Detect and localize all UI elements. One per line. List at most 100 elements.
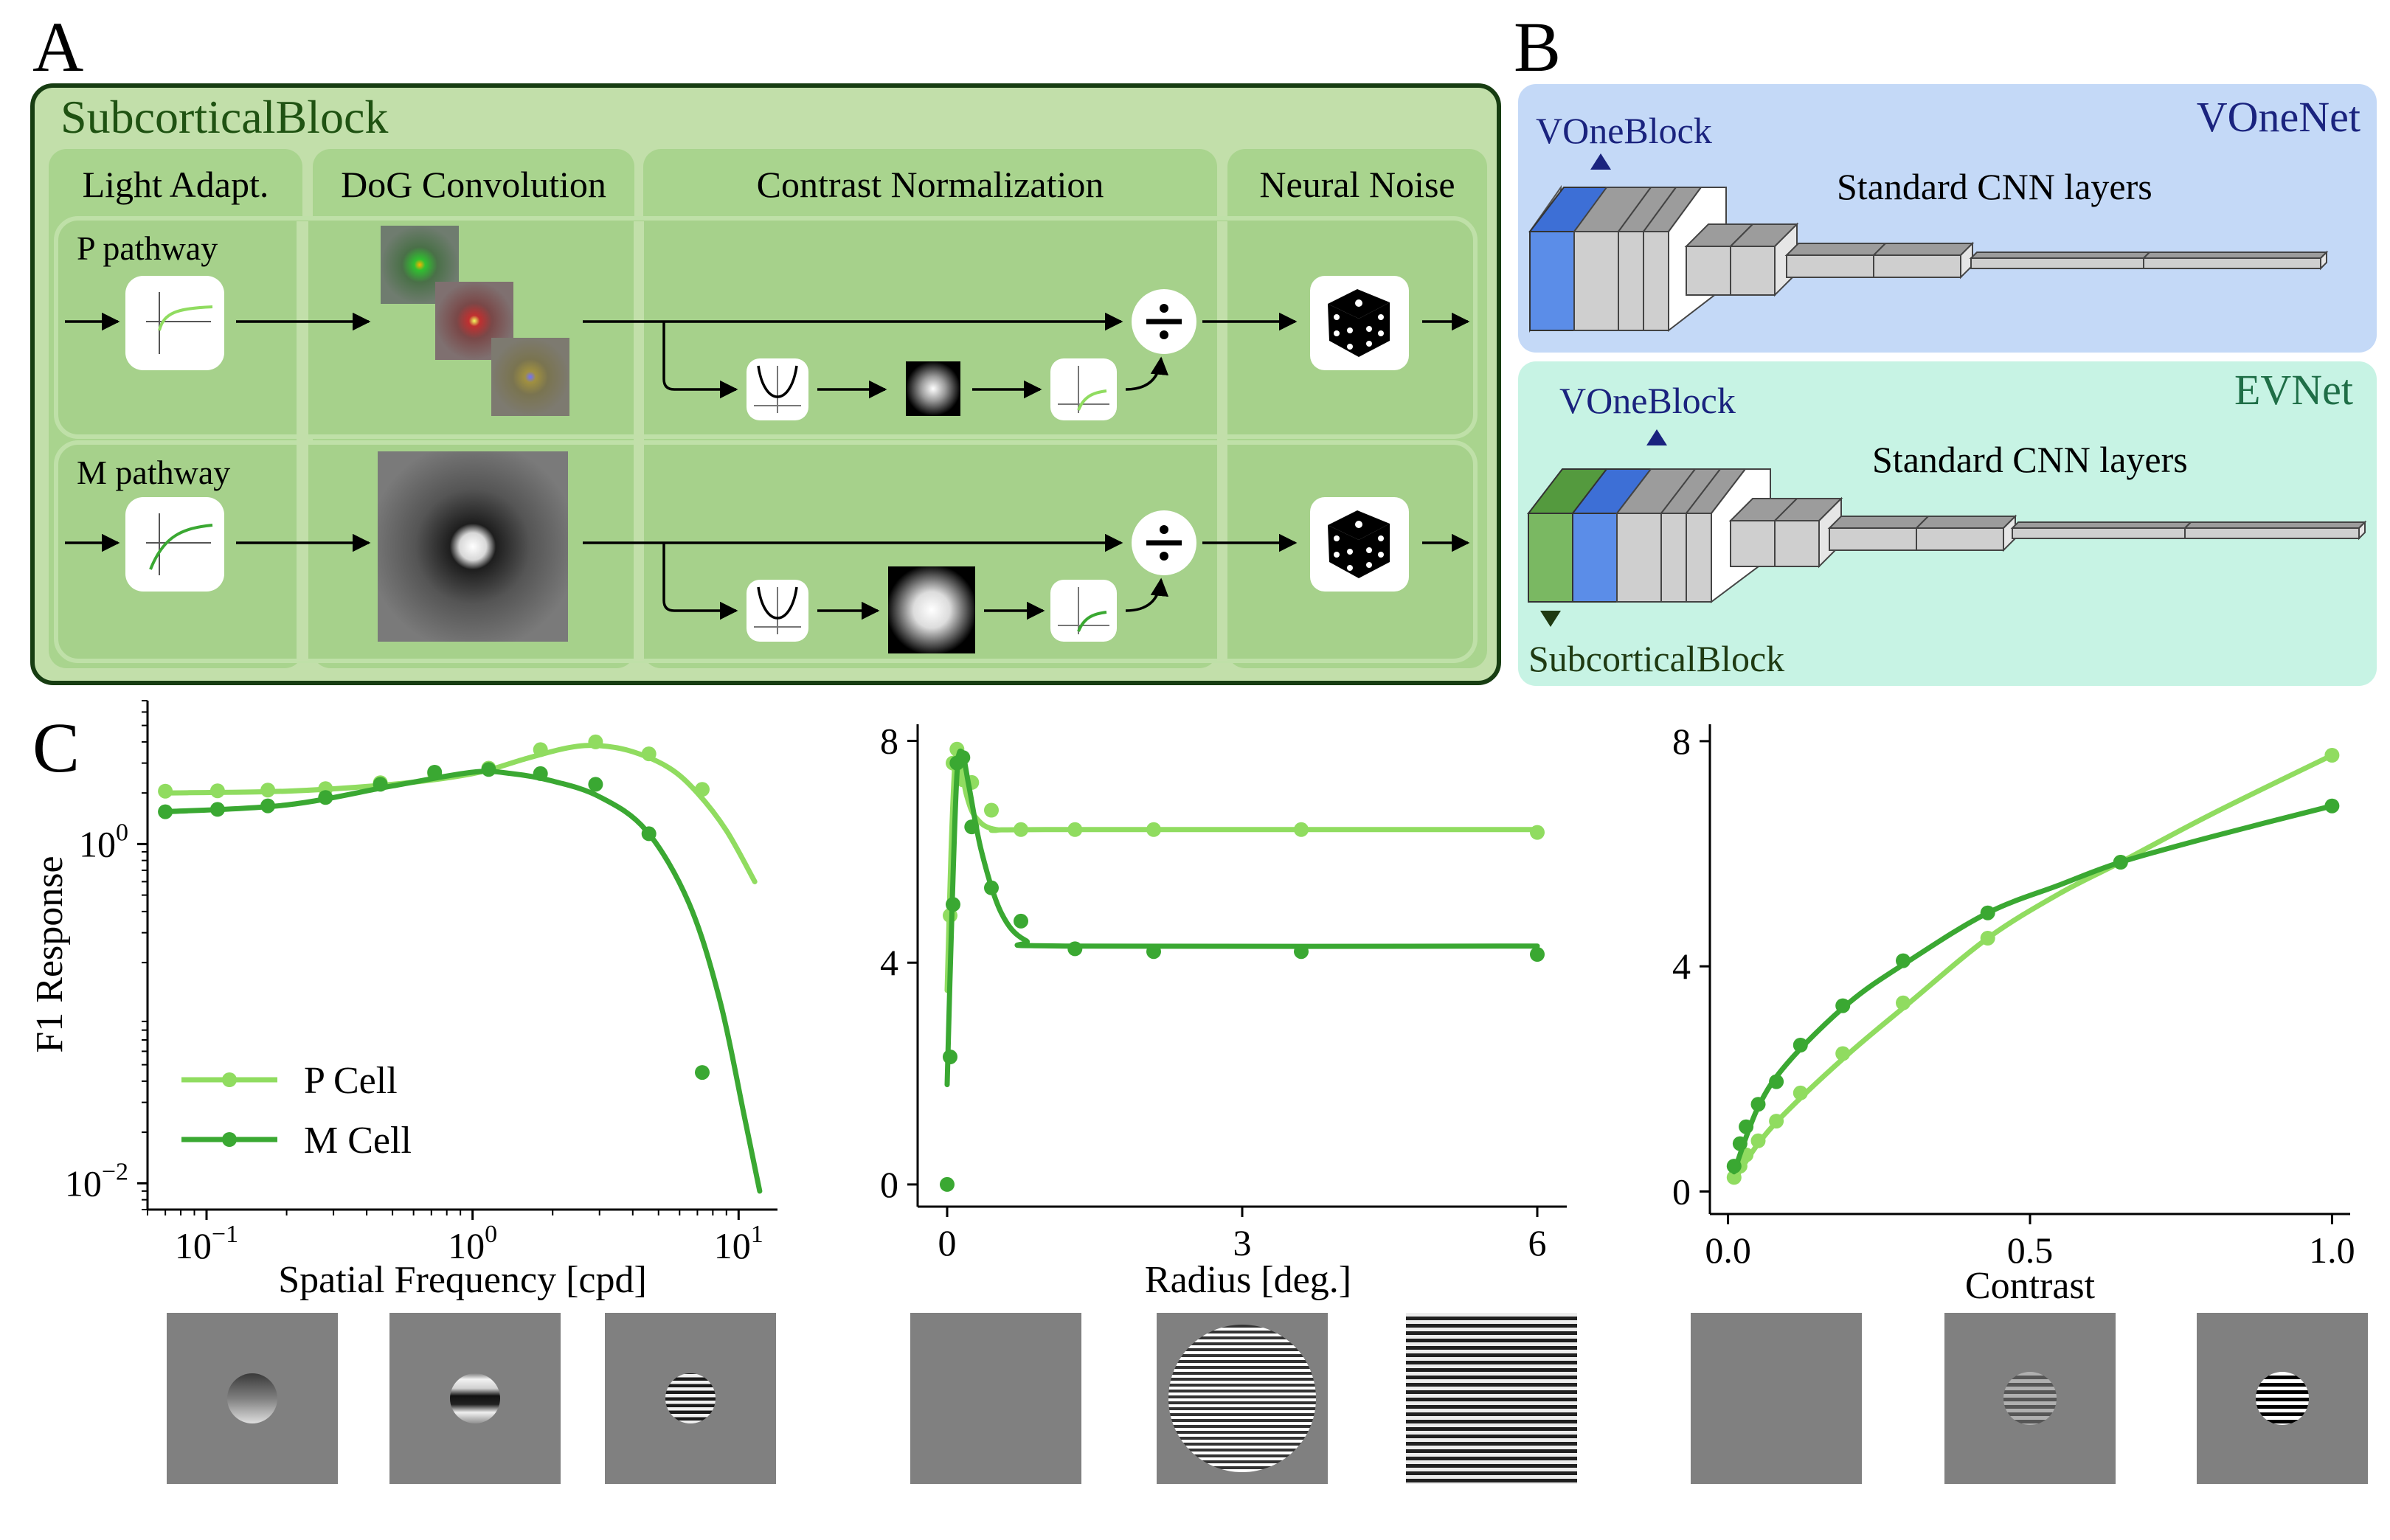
m-pathway-label: M pathway [77, 454, 230, 491]
chart-1-xtick-label-1: 100 [448, 1221, 497, 1266]
evnet-layer-stack [1526, 468, 2367, 603]
legend-label-m-cell: M Cell [304, 1120, 412, 1162]
chart-3-point-p-cell-5 [1792, 1085, 1808, 1100]
chart-3-point-p-cell-0 [1726, 1170, 1742, 1185]
chart-2-point-m-cell-10 [1294, 944, 1309, 960]
chart-2-point-p-cell-5 [984, 802, 999, 818]
stimulus-high-frequency [605, 1313, 776, 1484]
stimuli-contrast [1691, 1313, 2368, 1484]
chart-1-point-p-cell-8 [588, 734, 603, 749]
chart-1-ylabel: F1 Response [29, 856, 71, 1052]
chart-2-point-p-cell-8 [1146, 822, 1161, 837]
evnet-block-label: VOneBlock [1559, 380, 1736, 421]
chart-3-ytick-label-1: 4 [1672, 946, 1691, 987]
stimulus-mid-frequency [389, 1313, 561, 1484]
stimulus-zero-radius [910, 1313, 1081, 1484]
chart-3-point-m-cell-8 [1980, 905, 1995, 920]
chart-3-point-p-cell-10 [2324, 748, 2340, 763]
panel-b: B VOneNet VOneBlock Standard CNN layers [1514, 7, 2377, 686]
chart-1-point-p-cell-0 [158, 783, 173, 799]
chart-2-ytick-label-1: 4 [880, 942, 898, 983]
chart-3-line-p-cell [1731, 752, 2335, 1183]
stimulus-large-radius [1157, 1313, 1328, 1484]
vonenet-title: VOneNet [2197, 93, 2360, 141]
chart-3-point-m-cell-2 [1739, 1119, 1754, 1134]
divide-m-icon [1132, 510, 1196, 575]
light-adapt-m-icon [125, 497, 224, 592]
chart-1-point-p-cell-2 [260, 783, 276, 798]
chart-2-point-m-cell-2 [946, 897, 960, 912]
chart-2-point-p-cell-9 [1294, 822, 1309, 837]
chart-1-xtick-label-0: 10−1 [175, 1221, 238, 1266]
chart-2-line-m-cell [944, 748, 1540, 1088]
saturation-p-icon [1050, 358, 1117, 420]
panel-a-letter: A [32, 7, 83, 86]
chart-3-point-p-cell-3 [1750, 1133, 1766, 1148]
chart-1-point-p-cell-10 [695, 782, 710, 797]
chart-1-point-p-cell-1 [209, 783, 225, 799]
chart-1-point-m-cell-10 [695, 1065, 710, 1081]
chart-2-point-m-cell-6 [984, 880, 999, 895]
panel-a: A SubcorticalBlock Light Adapt. DoG Conv… [30, 7, 1501, 685]
dice-p-icon [1310, 276, 1409, 370]
chart-2-ytick-label-0: 0 [880, 1164, 898, 1205]
chart-radius-marks [940, 741, 1545, 1192]
chart-spatial-frequency-marks [158, 734, 763, 1194]
panel-b-letter: B [1514, 7, 1561, 86]
stimulus-high-contrast [2197, 1313, 2368, 1484]
chart-2-xtick-label-1: 3 [1233, 1222, 1252, 1263]
chart-1-point-m-cell-2 [260, 798, 276, 814]
stage-label-dog: DoG Convolution [341, 164, 606, 205]
stage-label-contrast-norm: Contrast Normalization [757, 164, 1104, 205]
chart-3-xtick-label-1: 0.5 [2007, 1229, 2054, 1271]
chart-3-point-m-cell-1 [1732, 1136, 1748, 1151]
chart-3-ytick-label-2: 8 [1672, 721, 1691, 762]
chart-3-point-m-cell-5 [1792, 1038, 1808, 1052]
pooling-kernel-m-icon [888, 566, 975, 653]
chart-2-point-m-cell-8 [1067, 941, 1083, 957]
chart-2-line-p-cell [944, 749, 1540, 993]
chart-1-point-m-cell-3 [318, 790, 333, 805]
chart-2-point-m-cell-9 [1146, 944, 1161, 960]
chart-2-xtick-label-2: 6 [1528, 1222, 1547, 1263]
dog-filters-p-icon [381, 226, 569, 416]
square-op-icon [747, 358, 808, 420]
evnet-sub-label: SubcorticalBlock [1528, 638, 1784, 679]
chart-2-point-p-cell-6 [1014, 822, 1028, 837]
chart-2-point-m-cell-5 [964, 819, 980, 835]
stage-label-noise: Neural Noise [1259, 164, 1455, 205]
vonenet-layers-label: Standard CNN layers [1837, 166, 2152, 207]
chart-2-point-m-cell-11 [1530, 947, 1545, 962]
chart-1-xlabel: Spatial Frequency [cpd] [278, 1259, 647, 1301]
chart-3-line-m-cell [1731, 803, 2335, 1175]
chart-2-xtick-label-0: 0 [938, 1222, 957, 1263]
stimulus-full-field [1406, 1313, 1577, 1484]
p-pathway-label: P pathway [77, 229, 218, 267]
subcortical-block-marker-icon [1540, 611, 1561, 627]
chart-2-point-m-cell-0 [940, 1176, 955, 1192]
vonenet-layer-stack [1528, 184, 2329, 333]
chart-1-point-m-cell-0 [158, 804, 173, 819]
chart-3-point-m-cell-4 [1769, 1074, 1784, 1089]
chart-1-point-p-cell-9 [641, 746, 657, 762]
chart-3-xtick-label-0: 0.0 [1705, 1229, 1751, 1271]
chart-3-xtick-label-2: 1.0 [2309, 1229, 2355, 1271]
stage-label-light-adapt: Light Adapt. [83, 164, 269, 205]
chart-contrast-marks [1726, 748, 2340, 1185]
chart-2-point-m-cell-4 [955, 750, 971, 766]
chart-3-point-m-cell-9 [2113, 855, 2128, 870]
stimuli-spatial-frequency [167, 1313, 776, 1484]
chart-3-point-m-cell-0 [1726, 1159, 1742, 1174]
chart-1-point-m-cell-7 [533, 766, 548, 781]
chart-1-xtick-label-2: 101 [714, 1221, 763, 1266]
chart-3-point-p-cell-8 [1980, 931, 1995, 946]
divide-p-icon [1132, 289, 1196, 354]
vonenet-block-marker-icon [1590, 153, 1611, 170]
chart-3-point-m-cell-3 [1750, 1097, 1766, 1112]
legend-label-p-cell: P Cell [304, 1060, 398, 1102]
chart-2-point-m-cell-7 [1014, 913, 1028, 929]
chart-1-point-m-cell-8 [588, 777, 603, 792]
